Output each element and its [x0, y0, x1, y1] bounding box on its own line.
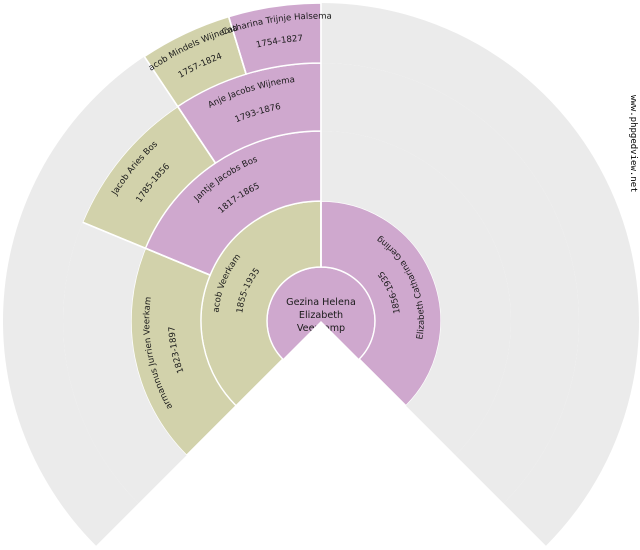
fan-segment-divider: [176, 106, 217, 164]
fan-bottom-mask: [92, 321, 550, 550]
fan-center-name-line: Elizabeth: [299, 310, 343, 321]
fan-segment-empty: [321, 3, 640, 546]
fan-segment-empty: [63, 222, 187, 504]
fan-segment-empty: [2, 56, 178, 546]
fan-segment-divider: [145, 247, 211, 276]
fan-segment-divider: [143, 56, 179, 107]
fan-ring-generation-4: [63, 62, 580, 504]
fan-segment-empty: [321, 131, 512, 456]
fan-center-name-line: Gezina Helena: [286, 297, 356, 308]
fan-segment-divider: [82, 221, 146, 250]
fan-segment-divider: [227, 16, 247, 75]
fan-segment-empty: [321, 63, 580, 504]
watermark-label: www.phpgedview.net: [628, 95, 638, 193]
